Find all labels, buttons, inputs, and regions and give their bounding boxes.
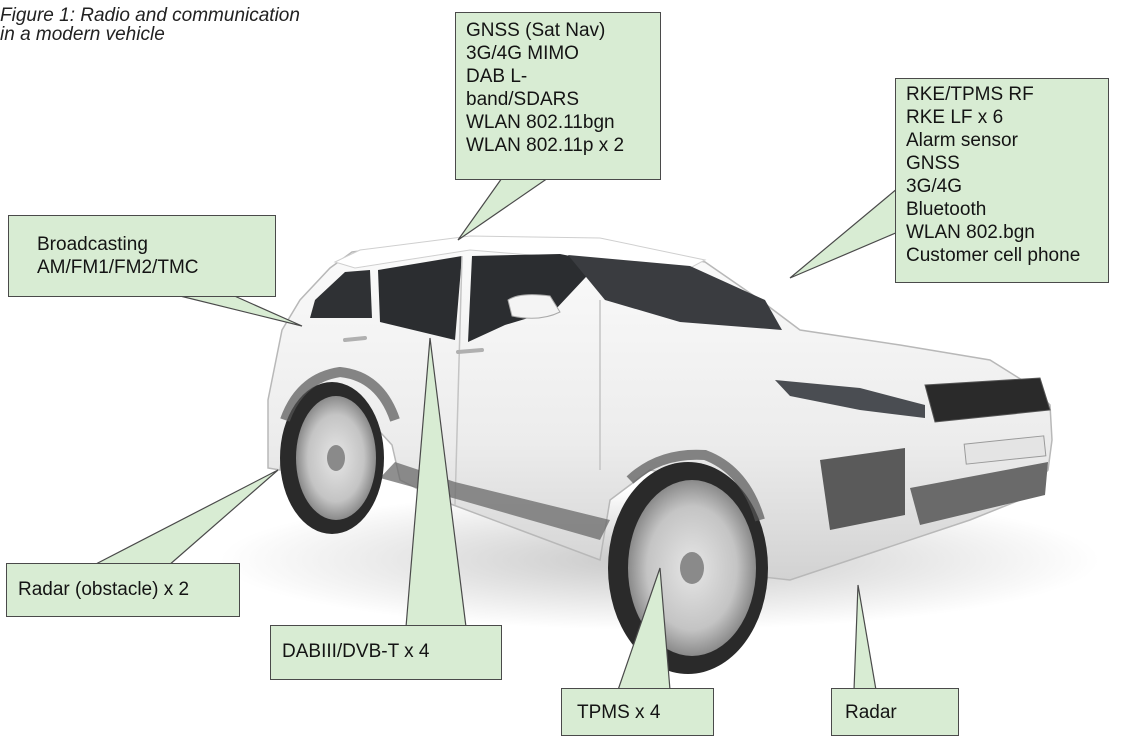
callout-line: band/SDARS <box>466 89 580 110</box>
callout-line: 3G/4G MIMO <box>466 43 579 64</box>
lower-grille <box>910 462 1048 525</box>
caption-line: Figure 1: Radio and communication <box>0 5 300 26</box>
callout-pointer-gnss <box>457 177 549 241</box>
callout-radar: Radar <box>831 688 959 736</box>
door-handles <box>343 336 484 354</box>
callout-pointer-rke <box>789 187 899 279</box>
callout-line: TPMS x 4 <box>577 702 661 723</box>
callout-line: DAB L- <box>466 66 528 87</box>
callout-pointer-radar <box>853 584 877 691</box>
callout-gnss: GNSS (Sat Nav) 3G/4G MIMO DAB L- band/SD… <box>455 12 661 180</box>
callout-line: DABIII/DVB-T x 4 <box>282 641 430 662</box>
callout-line: GNSS (Sat Nav) <box>466 20 606 41</box>
front-intake <box>820 448 905 530</box>
callout-line: RKE LF x 6 <box>906 107 1004 128</box>
callout-line: Bluetooth <box>906 199 987 220</box>
callout-line: Customer cell phone <box>906 245 1081 266</box>
callout-rke: RKE/TPMS RF RKE LF x 6 Alarm sensor GNSS… <box>895 78 1109 283</box>
callout-line: AM/FM1/FM2/TMC <box>37 257 199 278</box>
side-mirror <box>507 294 561 319</box>
callout-line: Radar (obstacle) x 2 <box>18 579 190 600</box>
callout-pointer-dab <box>405 337 467 628</box>
callout-line: GNSS <box>906 153 960 174</box>
callout-line: Radar <box>845 702 897 723</box>
callout-line: Alarm sensor <box>906 130 1018 151</box>
rear-wheel <box>280 382 384 534</box>
callout-broadcasting: Broadcasting AM/FM1/FM2/TMC <box>8 215 276 297</box>
caption-line: in a modern vehicle <box>0 24 165 45</box>
callout-line: WLAN 802.bgn <box>906 222 1035 243</box>
wheel-arches <box>280 366 765 522</box>
callout-line: RKE/TPMS RF <box>906 84 1034 105</box>
windscreen <box>568 255 782 330</box>
callout-line: 3G/4G <box>906 176 962 197</box>
headlight <box>775 380 925 418</box>
callout-line: WLAN 802.11p x 2 <box>466 135 625 156</box>
callout-pointer-broadcast <box>171 293 303 327</box>
rear-side-window <box>378 256 462 340</box>
rear-window <box>310 270 372 318</box>
callout-line: Broadcasting <box>37 234 148 255</box>
figure-caption: Figure 1: Radio and communication in a m… <box>0 6 300 44</box>
callout-pointer-radar-obstacle <box>91 469 279 567</box>
callout-pointer-tpms <box>617 567 671 691</box>
grille <box>924 377 1051 423</box>
callout-radar-obstacle: Radar (obstacle) x 2 <box>6 563 240 617</box>
callout-dab-dvbt: DABIII/DVB-T x 4 <box>270 625 502 680</box>
number-plate <box>963 435 1047 465</box>
door-lines <box>454 255 601 506</box>
callout-tpms: TPMS x 4 <box>561 688 714 736</box>
callout-line: WLAN 802.11bgn <box>466 112 615 133</box>
